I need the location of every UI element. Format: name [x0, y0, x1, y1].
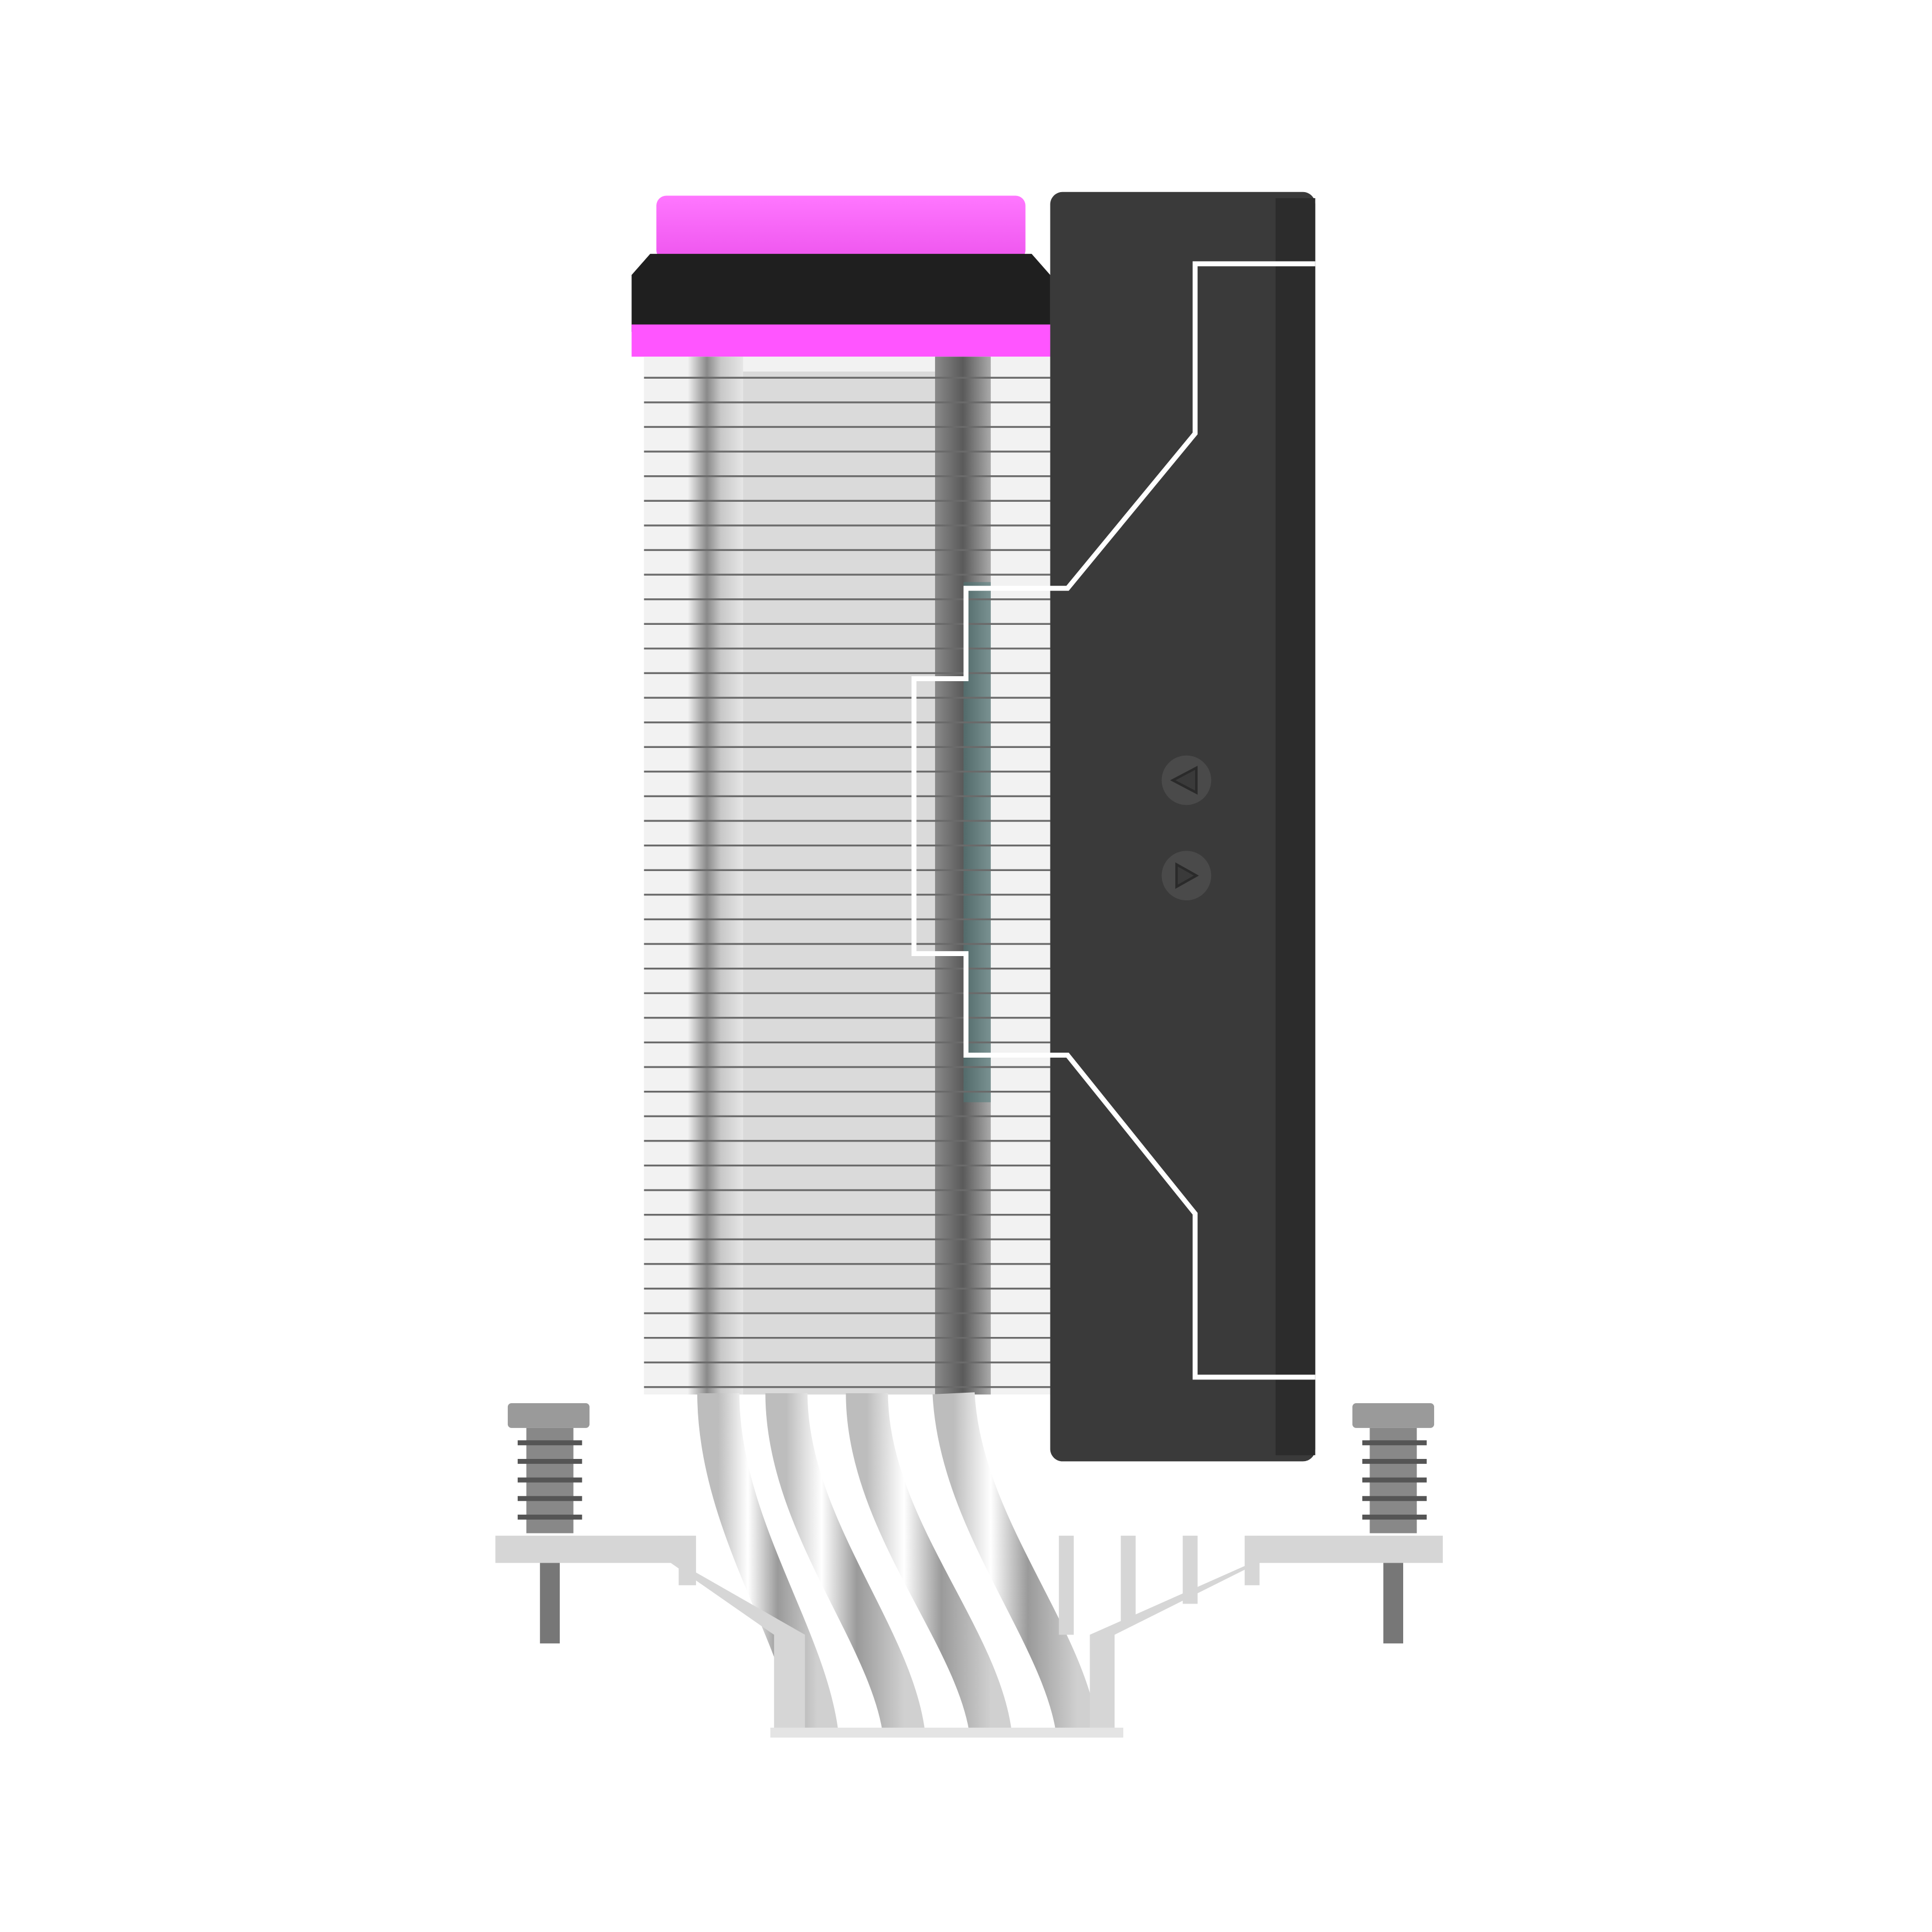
mounting-clip-wire [911, 261, 1315, 1380]
arrow-left-icon [1161, 755, 1212, 805]
arrow-down-icon [1161, 851, 1212, 901]
mounting-screw-left [507, 1403, 590, 1644]
fin-stack [644, 357, 1050, 1395]
mounting-bracket [495, 1536, 1443, 1738]
top-rgb-cap [631, 195, 1050, 357]
fan [911, 192, 1315, 1462]
mounting-screw-right [1352, 1403, 1435, 1644]
heatpipes [697, 1392, 1098, 1737]
